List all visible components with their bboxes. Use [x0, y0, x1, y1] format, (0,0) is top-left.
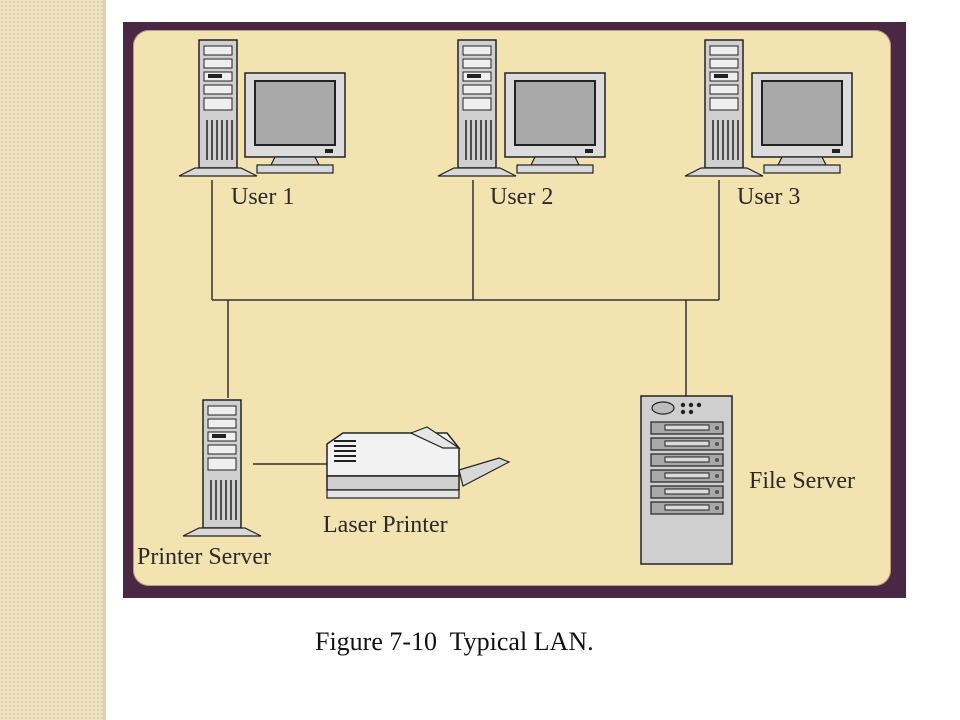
- crt-monitor-icon: [504, 72, 606, 174]
- printer-server-label: Printer Server: [137, 544, 271, 570]
- laser-printer-label: Laser Printer: [323, 512, 448, 538]
- file-server-node: File Server: [640, 395, 855, 565]
- crt-monitor-icon: [751, 72, 853, 174]
- network-cabling: [211, 180, 720, 465]
- user-1-label: User 1: [231, 184, 294, 210]
- decorative-side-strip: [0, 0, 106, 720]
- file-server-label: File Server: [749, 468, 855, 494]
- tower-pc-icon: [182, 399, 262, 537]
- workstation-user-1: User 1: [178, 39, 346, 210]
- user-2-label: User 2: [490, 184, 553, 210]
- laser-printer-node: Laser Printer: [323, 426, 511, 538]
- laser-printer-icon: [326, 426, 511, 499]
- workstation-user-3: User 3: [684, 39, 853, 210]
- file-server-icon: [640, 395, 733, 565]
- workstation-user-2: User 2: [437, 39, 606, 210]
- lan-diagram: User 1 User 2 User 3 Printer Server: [137, 39, 855, 570]
- crt-monitor-icon: [244, 72, 346, 174]
- user-3-label: User 3: [737, 184, 800, 210]
- lan-diagram-panel: User 1 User 2 User 3 Printer Server: [133, 30, 891, 586]
- figure-frame: User 1 User 2 User 3 Printer Server: [123, 22, 906, 598]
- figure-caption: Figure 7-10 Typical LAN.: [315, 627, 594, 656]
- printer-server-node: Printer Server: [137, 399, 271, 570]
